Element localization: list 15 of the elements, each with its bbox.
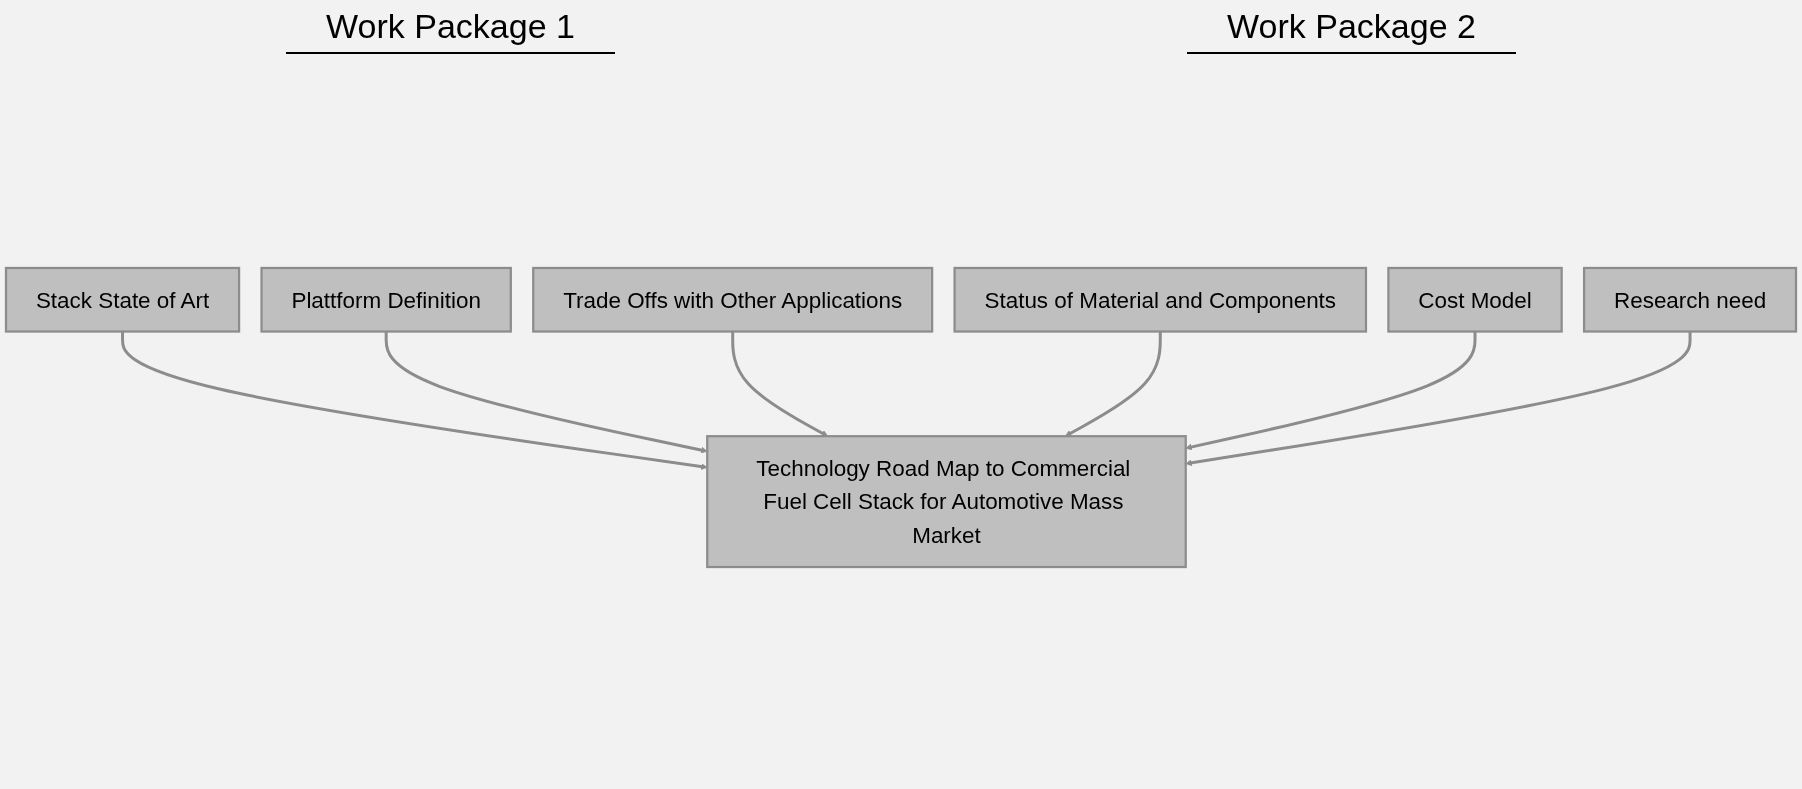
node-box: Plattform Definition	[260, 266, 512, 333]
node-box: Cost Model	[1387, 266, 1563, 333]
arrow	[1185, 331, 1692, 467]
work-package-label: Work Package 1	[286, 6, 615, 54]
node-box: Status of Material and Components	[953, 266, 1368, 333]
node-box: Technology Road Map to Commercial Fuel Cell Stack for Automotive Mass Market	[706, 435, 1187, 569]
arrow	[121, 331, 708, 470]
arrow	[1064, 331, 1162, 437]
node-box: Stack State of Art	[4, 266, 241, 333]
arrow	[384, 331, 708, 454]
arrow	[731, 331, 828, 437]
arrow	[1185, 331, 1477, 451]
node-box: Trade Offs with Other Applications	[532, 266, 934, 333]
node-box: Research need	[1582, 266, 1798, 333]
work-package-label: Work Package 2	[1187, 6, 1516, 54]
